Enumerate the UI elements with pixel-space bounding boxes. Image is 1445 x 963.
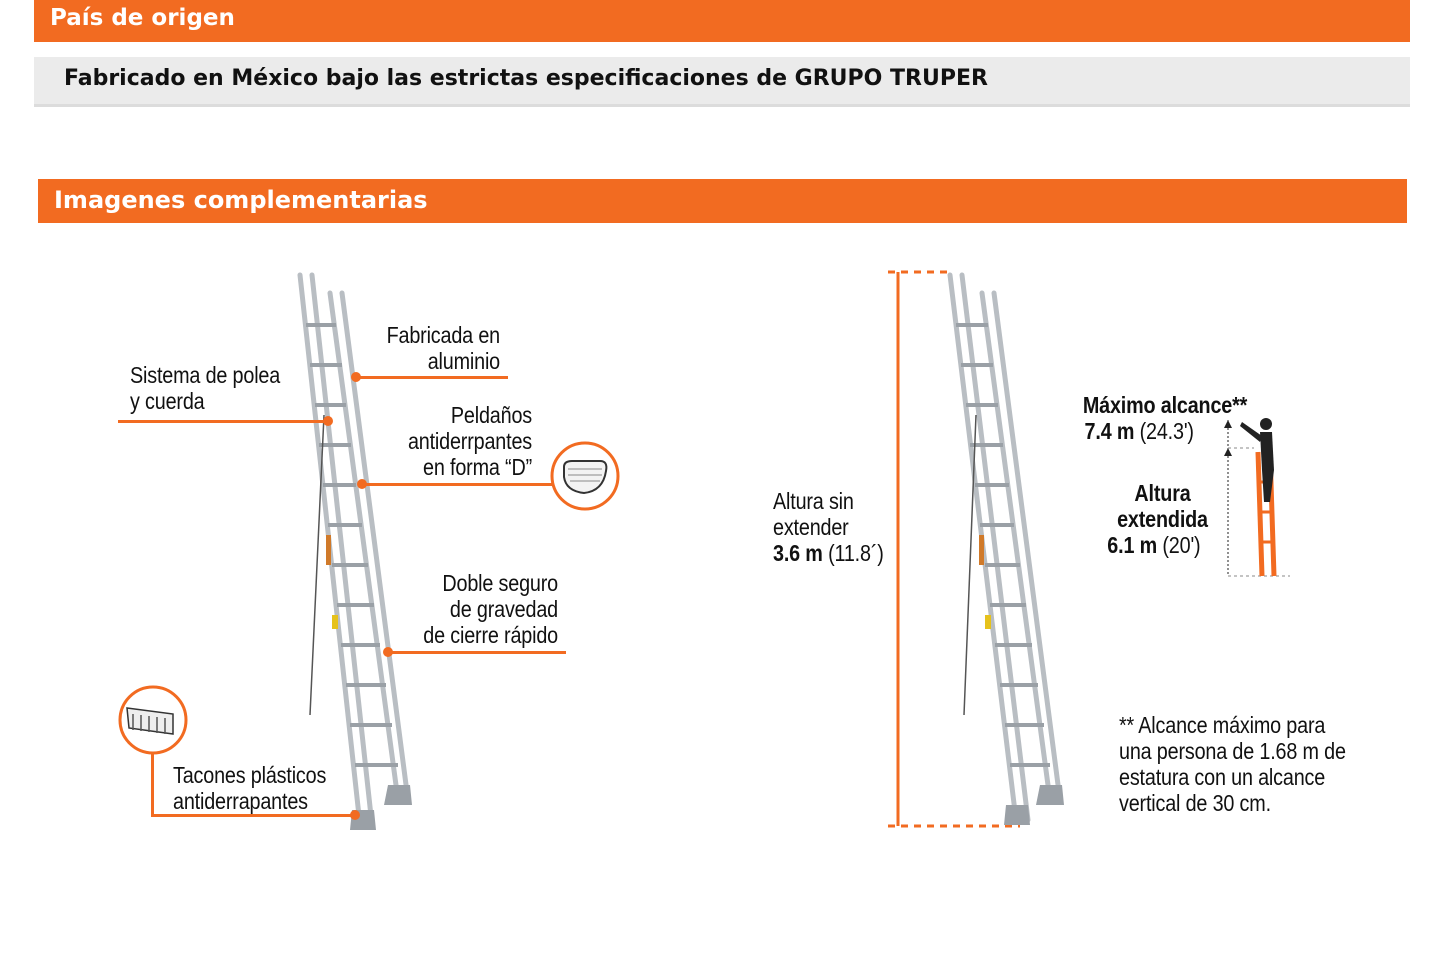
label-line: una persona de 1.68 m de (1119, 738, 1346, 764)
callout-dot (357, 479, 367, 489)
label-line: Fabricada en (386, 322, 501, 348)
label-line: vertical de 30 cm. (1119, 790, 1271, 816)
callout-line (362, 483, 552, 486)
reach-value: 7.4 m (1084, 418, 1135, 444)
label-line: Sistema de polea (130, 362, 281, 388)
label-line: extender (773, 514, 849, 540)
height-dimension-line (888, 270, 1020, 828)
label-line: estatura con un alcance (1119, 764, 1326, 790)
label-line: ** Alcance máximo para (1119, 712, 1326, 738)
section-header-origin: País de origen (34, 0, 1410, 42)
section-title-images: Imagenes complementarias (54, 186, 428, 214)
callout-dot (350, 810, 360, 820)
callout-line (388, 651, 566, 654)
label-max-reach: Máximo alcance** 7.4 m (24.3') (1075, 392, 1256, 444)
plastic-foot-detail-icon (118, 685, 188, 755)
label-line: de cierre rápido (423, 622, 558, 648)
ext-line-1: Altura (1134, 480, 1191, 506)
label-line: Doble seguro (442, 570, 558, 596)
reach-title: Máximo alcance** (1082, 392, 1248, 418)
label-line: Peldaños (450, 402, 532, 428)
label-line: 3.6 m (11.8´) (773, 540, 884, 566)
label-line: Altura sin (773, 488, 854, 514)
height-imperial: (11.8´) (828, 540, 884, 566)
callout-line (118, 420, 328, 423)
label-extended-height: Altura extendida 6.1 m (20') (1092, 480, 1234, 558)
height-value: 3.6 m (773, 540, 823, 566)
origin-text: Fabricado en México bajo las estrictas e… (64, 66, 988, 91)
section-title-origin: País de origen (50, 5, 235, 31)
callout-line (151, 814, 355, 817)
label-line: antiderrpantes (407, 428, 532, 454)
section-header-images: Imagenes complementarias (38, 179, 1407, 223)
label-line: Tacones plásticos (173, 762, 327, 788)
label-line: y cuerda (130, 388, 205, 414)
d-rung-detail-icon (550, 441, 620, 511)
callout-dot (383, 647, 393, 657)
reach-imperial: (24.3') (1139, 418, 1194, 444)
reach-footnote: ** Alcance máximo para una persona de 1.… (1119, 712, 1346, 816)
callout-dot (323, 416, 333, 426)
ext-value: 6.1 m (1107, 532, 1158, 558)
label-unextended-height: Altura sin extender 3.6 m (11.8´) (773, 488, 884, 566)
callout-line (356, 376, 508, 379)
label-aluminum: Fabricada en aluminio (380, 322, 501, 374)
label-line: de gravedad (449, 596, 558, 622)
label-gravity-lock: Doble seguro de gravedad de cierre rápid… (405, 570, 558, 648)
label-line: aluminio (427, 348, 500, 374)
ladder-image-right (947, 272, 1064, 825)
label-line: en forma “D” (423, 454, 532, 480)
person-on-ladder-icon (1224, 418, 1290, 577)
callout-line (151, 752, 154, 816)
label-d-rungs: Peldaños antiderrpantes en forma “D” (384, 402, 532, 480)
callout-dot (351, 372, 361, 382)
origin-info-box: Fabricado en México bajo las estrictas e… (34, 57, 1410, 107)
ext-line-2: extendida (1117, 506, 1208, 532)
ext-imperial: (20') (1162, 532, 1201, 558)
label-pulley-system: Sistema de polea y cuerda (130, 362, 280, 414)
label-plastic-feet: Tacones plásticos antiderrapantes (173, 762, 326, 814)
label-line: antiderrapantes (173, 788, 308, 814)
